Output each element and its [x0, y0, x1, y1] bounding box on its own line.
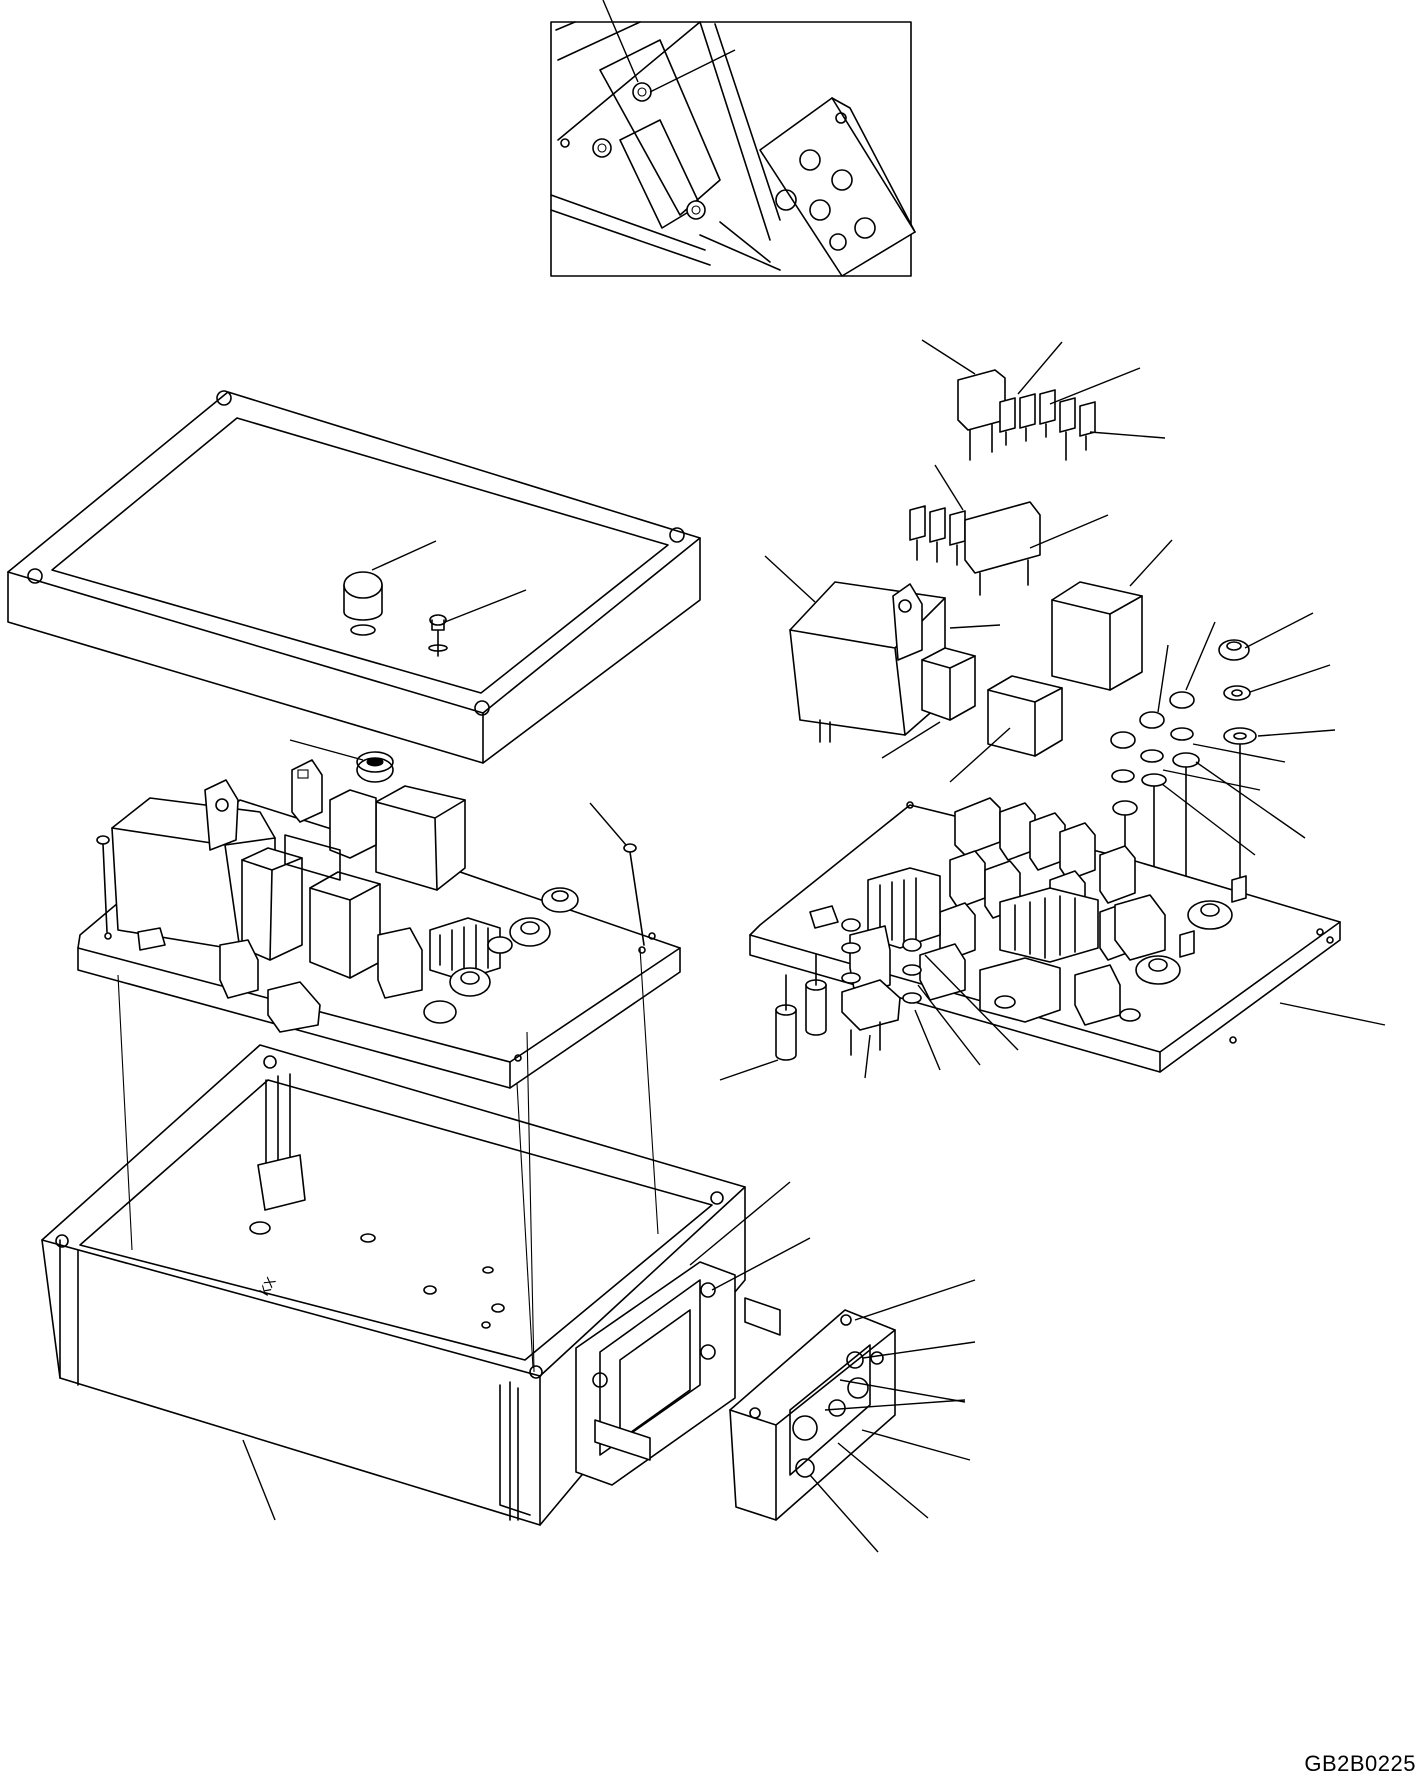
- inset-grommet-block: [759, 97, 916, 277]
- pcb-relay-2: [241, 847, 303, 961]
- pcb-relay-large: [111, 779, 276, 951]
- pcb-right-studs: [994, 875, 1247, 1022]
- grommet-block: [729, 1279, 976, 1553]
- relay-small-c: [1051, 539, 1173, 691]
- spacers: [719, 954, 827, 1081]
- drawing-code: GB2B0225: [1304, 1751, 1416, 1776]
- fuses-middle: [909, 464, 1109, 596]
- pcb-right-connectors: [809, 867, 1166, 1026]
- pcb-screw-left: [96, 835, 110, 933]
- case: KX: [41, 1044, 811, 1526]
- gasket: [289, 739, 394, 783]
- pcb-relay-3: [375, 785, 466, 891]
- relay-small-b: [949, 675, 1063, 783]
- cover-pin: [428, 614, 448, 657]
- relay-small-a: [881, 647, 976, 759]
- detail-inset: [550, 0, 916, 277]
- inset-screw-1: [632, 82, 652, 102]
- pcb-screw-right: [623, 843, 645, 946]
- cover: [7, 390, 701, 764]
- nuts-washers: [1110, 612, 1336, 919]
- pcb-fuse-block: [284, 759, 377, 881]
- cover-knob: [343, 571, 383, 636]
- case-side-opening: [575, 1261, 781, 1486]
- inset-screw-3: [686, 200, 706, 220]
- assembly-lines: [117, 947, 659, 1373]
- fuses-top: [921, 339, 1166, 461]
- relay-large-right: [764, 555, 1001, 743]
- pcb-board-left: [77, 759, 681, 1089]
- pcb-connectors: [137, 917, 501, 1033]
- pcb-board-right: [719, 797, 1386, 1081]
- pcb-studs: [423, 887, 579, 1024]
- pcb-relay-4: [309, 871, 381, 979]
- pcb-right-small-parts: [841, 918, 1019, 1079]
- inset-screw-2: [592, 138, 612, 158]
